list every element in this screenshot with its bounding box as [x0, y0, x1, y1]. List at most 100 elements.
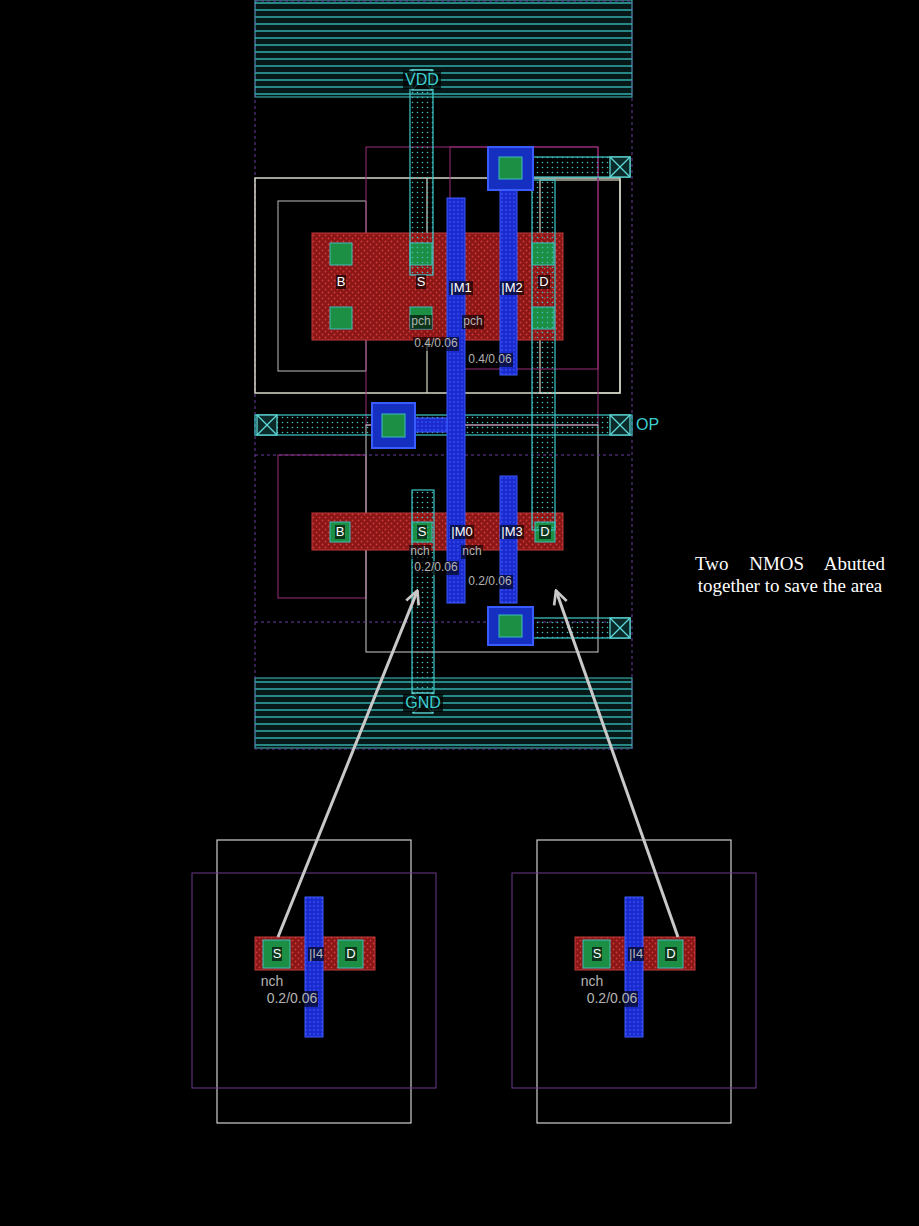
diffusion: [312, 513, 563, 550]
pin-marker: [257, 415, 277, 435]
poly-contact: [372, 403, 415, 448]
metal-wire: [410, 70, 433, 275]
pointer-arrow: [278, 591, 417, 937]
pointer-arrow: [556, 591, 678, 937]
contact: [410, 307, 432, 329]
layout-text: pch: [462, 315, 483, 328]
well-outline: [255, 178, 620, 393]
pin-marker: [610, 415, 630, 435]
pin-marker: [610, 157, 630, 177]
well-outline: [255, 147, 632, 652]
pin-marker: [257, 415, 277, 435]
layout-text: S: [592, 947, 603, 961]
pin-marker: [257, 415, 277, 435]
poly-gate: [415, 418, 447, 432]
layout-text: |I4: [628, 947, 644, 961]
poly-contact: [372, 147, 533, 645]
pin-marker: [610, 157, 630, 177]
layout-text: nch: [580, 974, 605, 989]
metal-wire: [255, 415, 632, 435]
single-transistor: [512, 873, 756, 1088]
single-transistor: [217, 840, 411, 1123]
layout-text: 0.2/0.06: [266, 991, 319, 1006]
annotation-note: Two NMOS Abutted together to save the ar…: [695, 553, 885, 597]
single-transistor: [192, 840, 436, 1123]
single-transistor: [263, 940, 290, 968]
metal-wire: [532, 180, 555, 530]
pin-label: OP: [634, 416, 661, 434]
pin-marker: [257, 70, 630, 713]
pin-marker: [610, 157, 630, 177]
single-transistor: [537, 840, 731, 1123]
transistor-diffusion: S |I4 Dnch 0.2/0.06: [572, 937, 702, 1009]
transistor-diffusion: BS|M0|M3Dnchnch0.2/0.060.2/0.06: [312, 513, 563, 591]
layout-text: 0.4/0.06: [467, 353, 512, 366]
pin-marker: [257, 415, 277, 435]
contact: [330, 243, 352, 265]
poly-contact: [382, 414, 405, 437]
pin-marker: [610, 618, 630, 638]
cell-boundary: [255, 1, 632, 749]
contact: [330, 522, 350, 542]
layout-text: nch: [409, 545, 430, 558]
pin-marker: [610, 415, 630, 435]
poly-gate: [500, 160, 517, 375]
layout-text: |M3: [500, 525, 523, 539]
single-transistor: [305, 897, 323, 1037]
layout-text: D: [665, 947, 676, 961]
layout-text: |I4: [308, 947, 324, 961]
single-transistor: [338, 940, 363, 968]
single-transistor: [658, 940, 683, 968]
layout-text: S: [416, 275, 427, 289]
single-transistor: [512, 840, 756, 1123]
power-rail: [255, 0, 632, 97]
single-transistor: [583, 940, 610, 968]
layout-text: pch: [410, 315, 431, 328]
power-rail: [255, 0, 632, 748]
metal-wire: [255, 70, 632, 705]
pin-marker: [610, 415, 630, 435]
layout-text: |M1: [449, 281, 472, 295]
layout-text: nch: [260, 974, 285, 989]
layout-text: D: [538, 275, 549, 289]
layout-text: S: [272, 947, 283, 961]
poly-contact: [488, 607, 533, 645]
poly-contact: [488, 147, 533, 190]
layout-text: |M2: [500, 281, 523, 295]
layout-text: 0.2/0.06: [413, 561, 458, 574]
diffusion: [312, 233, 563, 550]
layout-text: 0.2/0.06: [467, 575, 512, 588]
pin-marker: [610, 157, 630, 177]
layout-text: B: [335, 525, 346, 539]
power-rail: [255, 678, 632, 748]
pin-marker: [610, 415, 630, 435]
layout-text: D: [345, 947, 356, 961]
poly-contact: [499, 157, 522, 179]
contact: [330, 307, 352, 329]
diffusion: [312, 233, 563, 340]
well-outline: [255, 455, 632, 456]
single-transistor: [192, 873, 436, 1088]
pin-marker: [610, 618, 630, 638]
contact: [330, 243, 555, 542]
layout-text: B: [336, 275, 347, 289]
layout-text: 0.4/0.06: [413, 337, 458, 350]
pin-marker: [610, 618, 630, 638]
layout-text: S: [417, 525, 428, 539]
transistor-diffusion: S |I4 Dnch 0.2/0.06: [252, 937, 382, 1009]
layout-text: 0.2/0.06: [586, 991, 639, 1006]
pin-label: GND: [403, 694, 443, 712]
poly-gate: [447, 198, 465, 603]
pin-marker: [610, 618, 630, 638]
single-transistor: [625, 897, 643, 1037]
cell-boundary: [255, 1, 632, 749]
layout-text: D: [539, 525, 550, 539]
pin-label: VDD: [403, 71, 441, 89]
layout-text: nch: [461, 545, 482, 558]
layout-text: |M0: [450, 525, 473, 539]
transistor-diffusion: B S |M1 |M2 Dpch pch 0.4/0.06 0.4/0.06: [312, 233, 563, 369]
